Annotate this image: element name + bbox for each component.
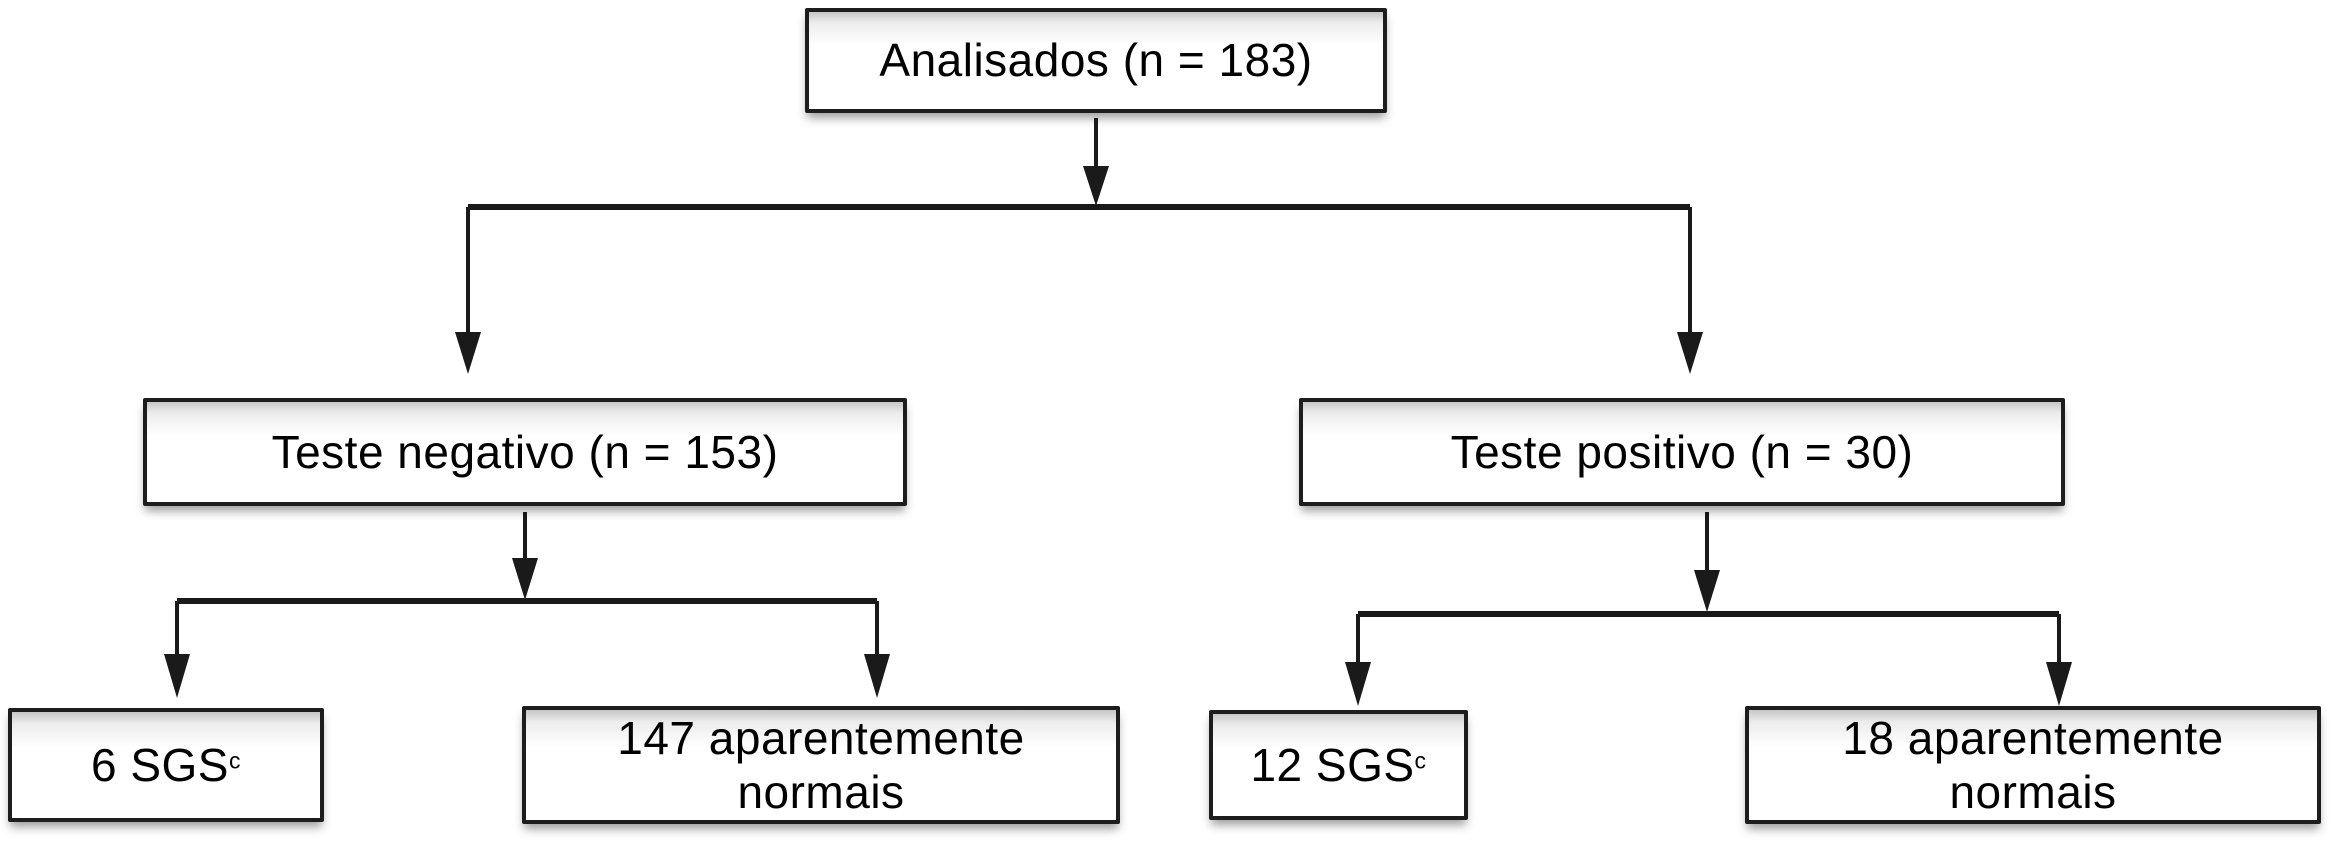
edge-split-to-negative-normal <box>864 601 890 698</box>
arrowhead-down-icon <box>2046 662 2072 706</box>
arrowhead-down-icon <box>864 654 890 698</box>
node-label: 12 SGSc <box>1250 738 1426 792</box>
node-positive-sgs: 12 SGSc <box>1209 710 1468 820</box>
arrowhead-down-icon <box>1677 332 1703 374</box>
edge-split-to-positive-sgs <box>1345 614 1371 706</box>
edge-split-to-positive-normal <box>2046 614 2072 706</box>
edge-split-to-negative-sgs <box>164 601 190 698</box>
superscript-c: c <box>229 747 241 774</box>
arrowhead-down-icon <box>455 332 481 374</box>
node-label: 18 aparentemente normais <box>1842 711 2224 818</box>
node-teste-negativo: Teste negativo (n = 153) <box>143 398 907 506</box>
node-negative-sgs: 6 SGSc <box>8 708 324 822</box>
node-label: 6 SGSc <box>91 738 241 792</box>
node-label-text: 12 SGS <box>1250 738 1415 791</box>
arrowhead-down-icon <box>164 654 190 698</box>
arrowhead-down-icon <box>1694 570 1720 612</box>
node-negative-normais: 147 aparentemente normais <box>522 706 1120 824</box>
node-label: Teste positivo (n = 30) <box>1450 425 1914 478</box>
edge-root-to-split <box>468 118 1690 210</box>
arrowhead-down-icon <box>512 558 538 600</box>
edge-test-negative-to-split <box>177 512 877 604</box>
node-label-text: 6 SGS <box>90 738 229 791</box>
edge-split-to-test-positive <box>1677 207 1703 374</box>
node-label: Analisados (n = 183) <box>879 34 1313 87</box>
edge-split-to-test-negative <box>455 207 481 374</box>
edge-test-positive-to-split <box>1358 512 2059 617</box>
superscript-c: c <box>1414 747 1427 774</box>
arrowhead-down-icon <box>1083 166 1109 206</box>
node-label: 147 aparentemente normais <box>617 711 1025 818</box>
node-positive-normais: 18 aparentemente normais <box>1745 706 2321 824</box>
arrowhead-down-icon <box>1345 662 1371 706</box>
node-teste-positivo: Teste positivo (n = 30) <box>1299 398 2065 506</box>
node-label: Teste negativo (n = 153) <box>271 425 779 478</box>
node-analisados: Analisados (n = 183) <box>805 8 1387 113</box>
